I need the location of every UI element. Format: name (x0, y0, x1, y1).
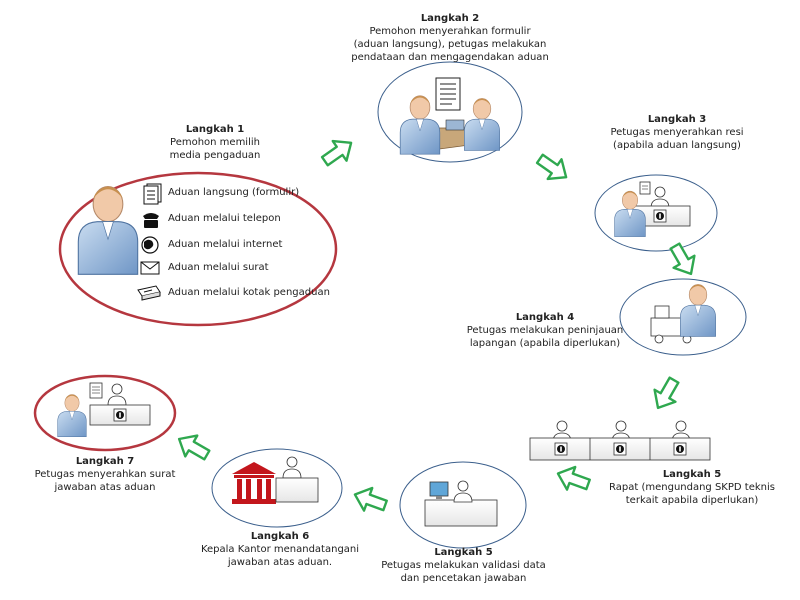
step7-text: Petugas menyerahkan surat jawaban atas a… (34, 469, 176, 493)
globe-icon (141, 236, 159, 254)
media-item-internet: Aduan melalui internet (168, 239, 283, 250)
arrow-step5b-to-step6 (349, 482, 391, 518)
arrow-step5a-to-step5b (552, 461, 594, 497)
meeting-desks-icon (529, 420, 711, 461)
step3-title: Langkah 3 (647, 114, 707, 125)
envelope-icon (140, 261, 160, 275)
step1-ellipse (58, 171, 338, 327)
arrow-step4-to-step5 (646, 372, 686, 416)
step4-caption: Langkah 4 Petugas melakukan peninjauan l… (450, 311, 640, 350)
step7-title: Langkah 7 (75, 456, 135, 467)
answer-letter-icon (89, 382, 103, 399)
step3-text: Petugas menyerahkan resi (apabila aduan … (610, 127, 744, 151)
step7-caption: Langkah 7 Petugas menyerahkan surat jawa… (25, 455, 185, 494)
step2-text: Pemohon menyerahkan formulir (aduan lang… (351, 26, 549, 63)
step2-caption: Langkah 2 Pemohon menyerahkan formulir (… (335, 12, 565, 64)
complaint-box-icon (137, 285, 161, 301)
telephone-icon (143, 213, 159, 228)
step6-title: Langkah 6 (250, 531, 310, 542)
step2-title: Langkah 2 (420, 13, 480, 24)
director-desk-icon (275, 477, 319, 503)
media-item-kotak: Aduan melalui kotak pengaduan (168, 287, 330, 298)
media-item-formulir: Aduan langsung (formulir) (168, 187, 300, 198)
application-form-icon (435, 77, 461, 111)
step4-text: Petugas melakukan peninjauan lapangan (a… (466, 325, 624, 349)
step1-text: Pemohon memilih media pengaduan (169, 137, 261, 161)
government-office-icon (232, 462, 276, 504)
receipt-icon (639, 181, 651, 195)
documents-icon (143, 183, 162, 205)
info-desk-icon (89, 404, 151, 426)
step1-title: Langkah 1 (185, 124, 245, 135)
media-item-telepon: Aduan melalui telepon (168, 213, 281, 224)
arrow-step2-to-step3 (531, 147, 575, 189)
step6-text: Kepala Kantor menandatangani jawaban ata… (200, 544, 360, 568)
step5b-title: Langkah 5 (434, 547, 493, 558)
step6-caption: Langkah 6 Kepala Kantor menandatangani j… (190, 530, 370, 569)
step5a-title: Langkah 5 (662, 469, 722, 480)
step4-title: Langkah 4 (515, 312, 575, 323)
step5a-caption: Langkah 5 Rapat (mengundang SKPD teknis … (592, 468, 792, 507)
step3-caption: Langkah 3 Petugas menyerahkan resi (apab… (592, 113, 762, 152)
computer-desk-icon (424, 481, 498, 527)
step5a-text: Rapat (mengundang SKPD teknis terkait ap… (609, 482, 775, 506)
arrow-step1-to-step2 (316, 131, 360, 173)
step5b-caption: Langkah 5 Petugas melakukan validasi dat… (376, 546, 551, 585)
media-item-surat: Aduan melalui surat (168, 262, 269, 273)
step1-caption: Langkah 1 Pemohon memilih media pengadua… (150, 123, 280, 162)
step5b-text: Petugas melakukan validasi data dan penc… (381, 560, 546, 584)
